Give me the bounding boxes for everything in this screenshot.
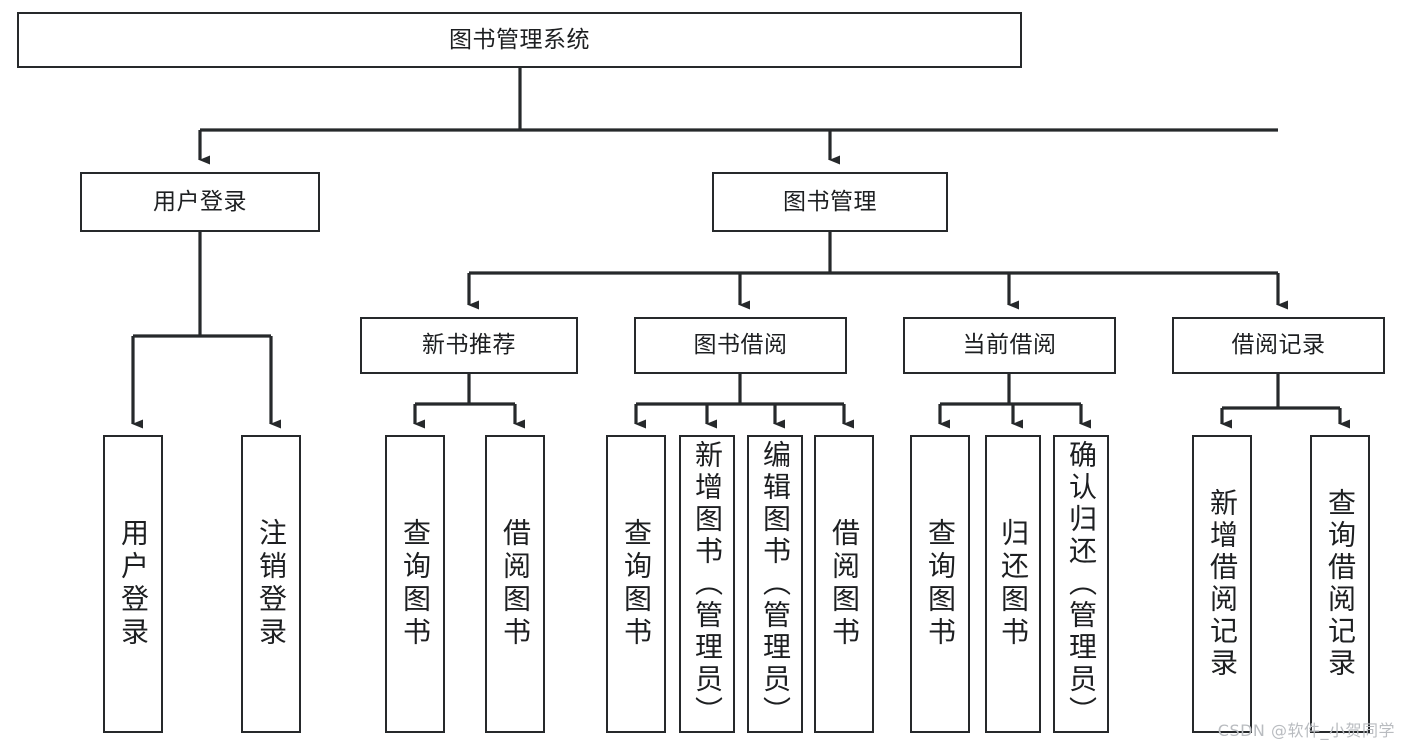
node-new-book-recommend-label: 新书推荐 bbox=[422, 332, 516, 359]
node-book-borrow-label: 图书借阅 bbox=[693, 332, 788, 359]
node-leaf-borrow-book-recommend[interactable]: 借阅图书 bbox=[485, 435, 545, 733]
node-leaf-borrow-book-label: 借阅图书 bbox=[828, 518, 861, 650]
node-leaf-query-book-borrow-label: 查询图书 bbox=[620, 518, 653, 650]
node-book-manage[interactable]: 图书管理 bbox=[712, 172, 948, 232]
node-leaf-return-book-label: 归还图书 bbox=[997, 518, 1030, 650]
csdn-watermark: CSDN @软件_小贺同学 bbox=[1217, 721, 1395, 740]
node-leaf-confirm-return-label: 确认归还（管理员） bbox=[1065, 440, 1098, 728]
node-book-manage-label: 图书管理 bbox=[783, 188, 877, 215]
node-user-login-label: 用户登录 bbox=[153, 188, 247, 215]
node-leaf-return-book[interactable]: 归还图书 bbox=[985, 435, 1041, 733]
node-borrow-record[interactable]: 借阅记录 bbox=[1172, 317, 1385, 374]
node-leaf-edit-book-label: 编辑图书（管理员） bbox=[759, 440, 792, 728]
node-leaf-borrow-book[interactable]: 借阅图书 bbox=[814, 435, 874, 733]
node-leaf-edit-book[interactable]: 编辑图书（管理员） bbox=[747, 435, 803, 733]
node-book-borrow[interactable]: 图书借阅 bbox=[634, 317, 847, 374]
node-leaf-add-borrow-record-label: 新增借阅记录 bbox=[1206, 488, 1239, 680]
node-leaf-add-borrow-record[interactable]: 新增借阅记录 bbox=[1192, 435, 1252, 733]
node-root-label: 图书管理系统 bbox=[449, 26, 590, 53]
node-leaf-query-book-current[interactable]: 查询图书 bbox=[910, 435, 970, 733]
node-leaf-query-book-recommend-label: 查询图书 bbox=[399, 518, 432, 650]
node-leaf-query-book-borrow[interactable]: 查询图书 bbox=[606, 435, 666, 733]
node-leaf-add-book[interactable]: 新增图书（管理员） bbox=[679, 435, 735, 733]
node-leaf-user-logout-label: 注销登录 bbox=[255, 518, 288, 650]
node-current-borrow-label: 当前借阅 bbox=[962, 332, 1057, 359]
node-leaf-query-borrow-record-label: 查询借阅记录 bbox=[1324, 488, 1357, 680]
node-new-book-recommend[interactable]: 新书推荐 bbox=[360, 317, 578, 374]
node-leaf-borrow-book-recommend-label: 借阅图书 bbox=[499, 518, 532, 650]
node-leaf-user-logout[interactable]: 注销登录 bbox=[241, 435, 301, 733]
node-leaf-confirm-return[interactable]: 确认归还（管理员） bbox=[1053, 435, 1109, 733]
node-leaf-add-book-label: 新增图书（管理员） bbox=[691, 440, 724, 728]
node-borrow-record-label: 借阅记录 bbox=[1231, 332, 1326, 359]
node-leaf-user-login[interactable]: 用户登录 bbox=[103, 435, 163, 733]
node-leaf-user-login-label: 用户登录 bbox=[117, 518, 150, 650]
node-leaf-query-borrow-record[interactable]: 查询借阅记录 bbox=[1310, 435, 1370, 733]
node-root-system[interactable]: 图书管理系统 bbox=[17, 12, 1022, 68]
node-current-borrow[interactable]: 当前借阅 bbox=[903, 317, 1116, 374]
node-leaf-query-book-recommend[interactable]: 查询图书 bbox=[385, 435, 445, 733]
node-leaf-query-book-current-label: 查询图书 bbox=[924, 518, 957, 650]
node-user-login[interactable]: 用户登录 bbox=[80, 172, 320, 232]
